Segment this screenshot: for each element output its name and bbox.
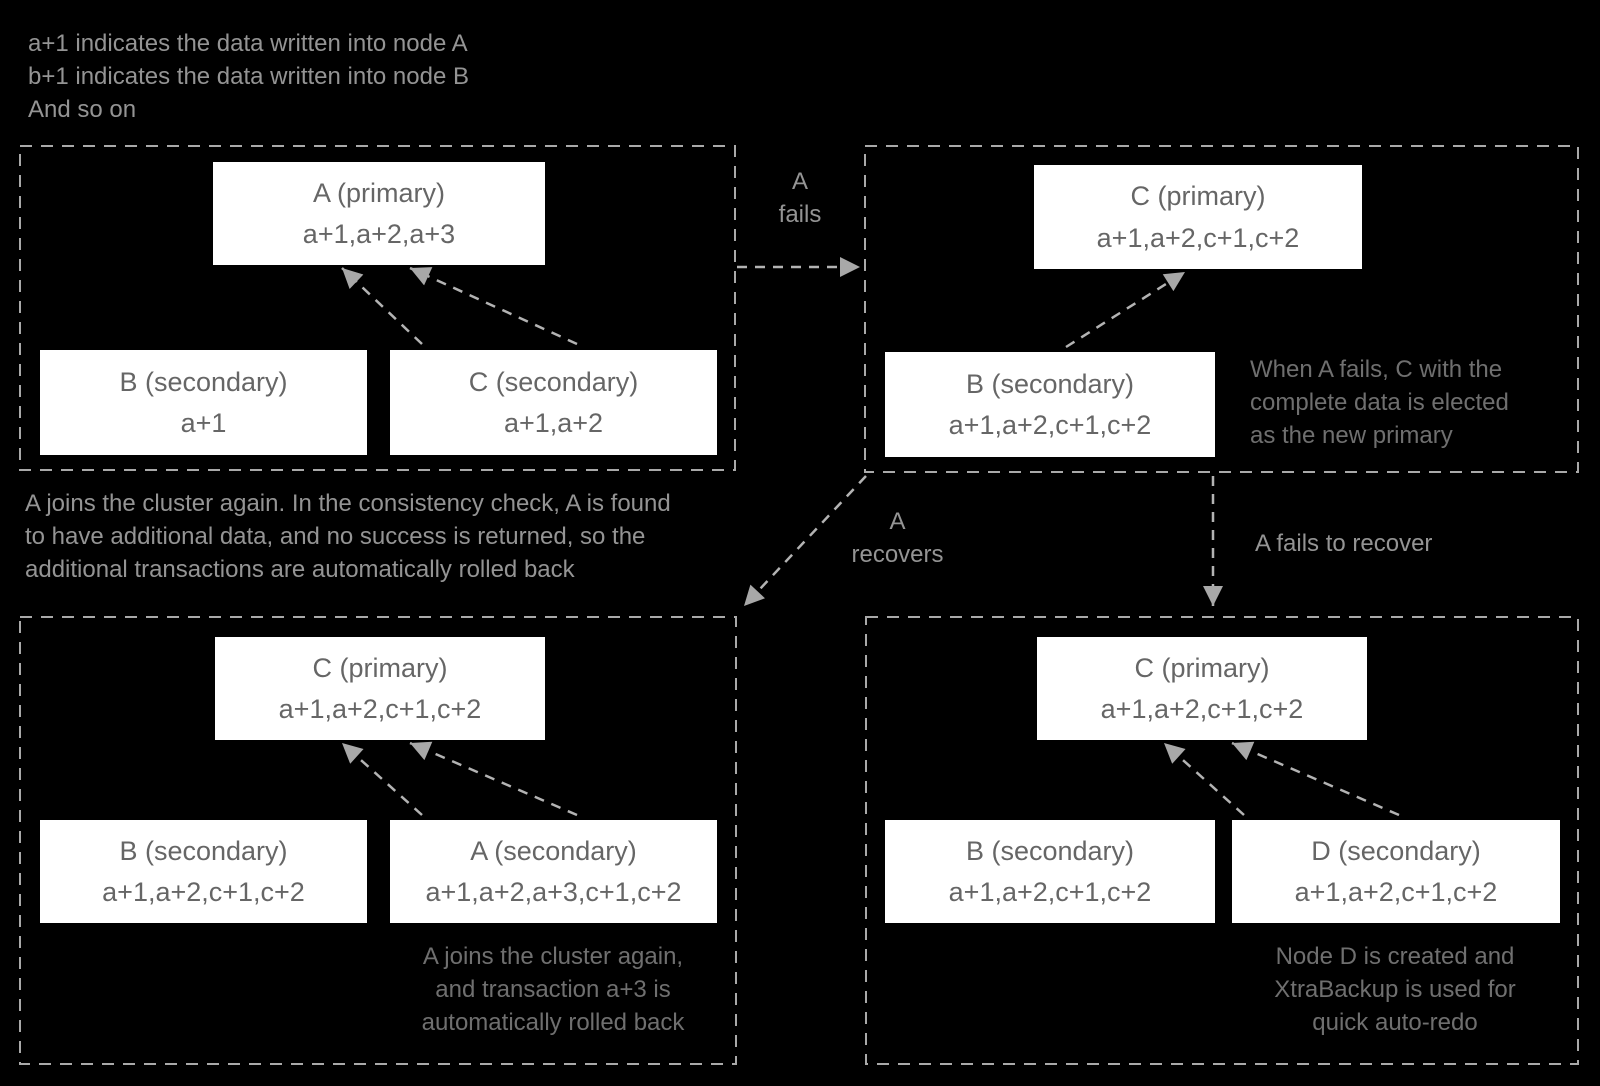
node-c-primary-p2: C (primary) a+1,a+2,c+1,c+2 xyxy=(1034,165,1362,269)
node-data: a+1,a+2,c+1,c+2 xyxy=(948,410,1152,440)
node-title: A (secondary) xyxy=(470,835,637,866)
panel3-annotation: A joins the cluster again, and transacti… xyxy=(421,943,685,1036)
panel2-annotation: When A fails, C with the complete data i… xyxy=(1250,356,1509,449)
node-a-primary-p1: A (primary) a+1,a+2,a+3 xyxy=(213,162,545,265)
node-title: B (secondary) xyxy=(965,835,1135,866)
node-title: A (primary) xyxy=(312,177,445,208)
node-title: D (secondary) xyxy=(1311,835,1481,866)
node-title: B (secondary) xyxy=(119,366,288,397)
node-a-secondary-p3: A (secondary) a+1,a+2,a+3,c+1,c+2 xyxy=(390,820,717,923)
arrow-p2-b-to-c xyxy=(1065,270,1186,349)
panel4-annotation: Node D is created and XtraBackup is used… xyxy=(1274,943,1516,1036)
node-c-primary-p4: C (primary) a+1,a+2,c+1,c+2 xyxy=(1037,637,1367,740)
node-b-secondary-p2: B (secondary) a+1,a+2,c+1,c+2 xyxy=(885,352,1215,457)
node-data: a+1 xyxy=(180,408,227,438)
arrow-p4-b-to-c xyxy=(1163,742,1245,816)
node-title: B (secondary) xyxy=(965,368,1135,399)
node-data: a+1,a+2 xyxy=(503,408,604,438)
arrow-p1-b-to-a xyxy=(341,267,423,345)
node-title: C (secondary) xyxy=(468,366,639,397)
node-title: C (primary) xyxy=(312,652,448,683)
node-title: B (secondary) xyxy=(119,835,288,866)
node-data: a+1,a+2,c+1,c+2 xyxy=(1294,877,1498,907)
transition-a-fails-to-recover-label: A fails to recover xyxy=(1255,530,1433,557)
node-c-secondary-p1: C (secondary) a+1,a+2 xyxy=(390,350,717,455)
node-data: a+1,a+2,a+3 xyxy=(302,219,456,249)
node-c-primary-p3: C (primary) a+1,a+2,c+1,c+2 xyxy=(215,637,545,740)
rejoin-consistency-note: A joins the cluster again. In the consis… xyxy=(25,490,671,583)
node-d-secondary-p4: D (secondary) a+1,a+2,c+1,c+2 xyxy=(1232,820,1560,923)
node-data: a+1,a+2,a+3,c+1,c+2 xyxy=(425,877,682,907)
arrow-p4-d-to-c xyxy=(1231,741,1400,817)
node-title: C (primary) xyxy=(1134,652,1270,683)
node-data: a+1,a+2,c+1,c+2 xyxy=(102,877,305,907)
arrow-p1-c-to-a xyxy=(409,266,578,346)
arrow-p3-a-to-c xyxy=(409,741,578,817)
node-title: C (primary) xyxy=(1130,181,1266,212)
node-data: a+1,a+2,c+1,c+2 xyxy=(1096,222,1300,253)
node-data: a+1,a+2,c+1,c+2 xyxy=(278,694,482,724)
transition-a-fails-label: A fails xyxy=(778,168,822,228)
node-b-secondary-p1: B (secondary) a+1 xyxy=(40,350,367,455)
node-data: a+1,a+2,c+1,c+2 xyxy=(948,877,1152,907)
node-b-secondary-p3: B (secondary) a+1,a+2,c+1,c+2 xyxy=(40,820,367,923)
node-data: a+1,a+2,c+1,c+2 xyxy=(1100,694,1304,724)
legend-text: a+1 indicates the data written into node… xyxy=(28,30,469,123)
transition-a-recovers-label: A recovers xyxy=(851,508,944,568)
node-b-secondary-p4: B (secondary) a+1,a+2,c+1,c+2 xyxy=(885,820,1215,923)
arrow-p3-b-to-c xyxy=(341,742,423,816)
